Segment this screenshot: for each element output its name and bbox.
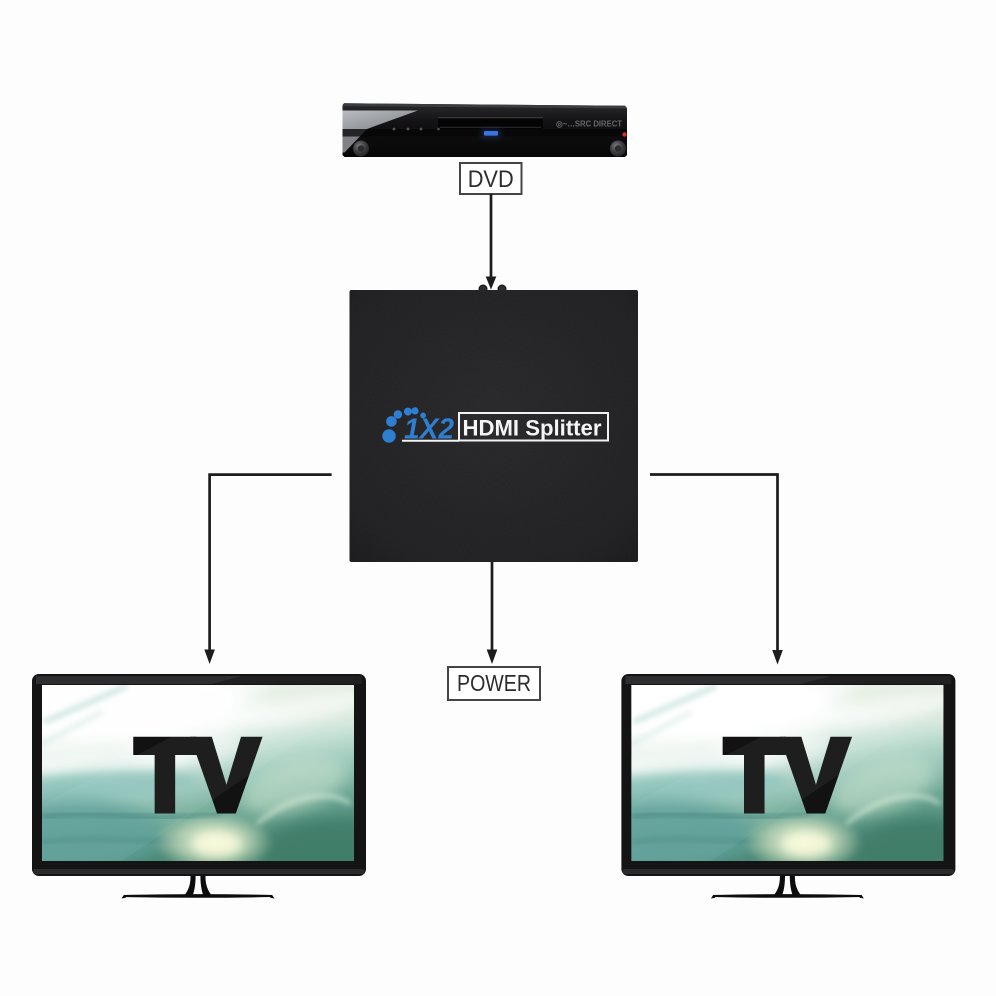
- svg-text:HDMI Splitter: HDMI Splitter: [463, 416, 602, 441]
- svg-text:DVD: DVD: [468, 166, 514, 193]
- svg-text:POWER: POWER: [457, 670, 531, 696]
- svg-text:◎~…SRC DIRECT: ◎~…SRC DIRECT: [556, 120, 622, 129]
